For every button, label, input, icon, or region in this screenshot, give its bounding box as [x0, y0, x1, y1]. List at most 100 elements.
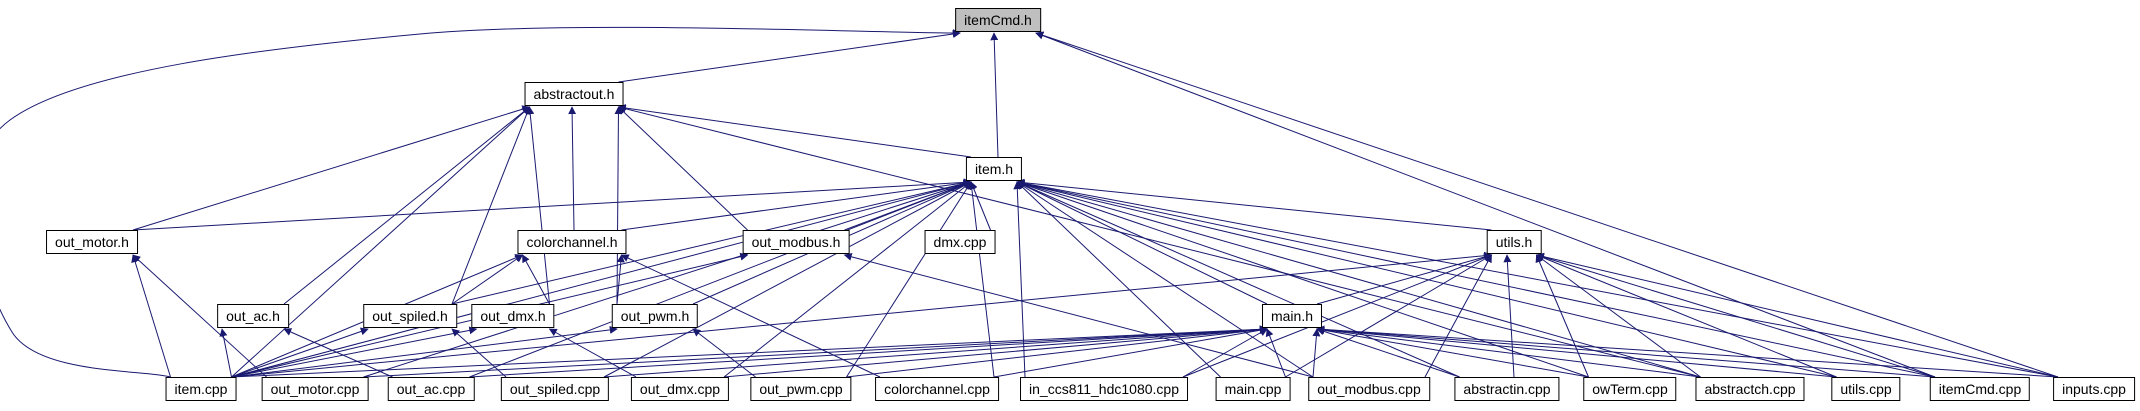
edge-out_modbus_cpp-to-out_modbus_h	[843, 252, 1314, 378]
edge-main_cpp-to-utils_h	[1285, 254, 1493, 378]
edge-out_dmx_h-to-abstractout_h	[526, 106, 550, 305]
edge-colorchannel_h-to-item_h	[621, 179, 972, 231]
graph-node-itemCmd_cpp[interactable]: itemCmd.cpp	[1929, 377, 2031, 401]
graph-node-itemCmd_h[interactable]: itemCmd.h	[955, 8, 1041, 32]
edge-abstractin_cpp-to-utils_h	[1503, 254, 1515, 378]
graph-node-utils_h[interactable]: utils.h	[1486, 230, 1542, 254]
edge-itemCmd_cpp-to-itemCmd_h	[1035, 31, 1936, 378]
edge-out_spiled_h-to-colorchannel_h	[451, 254, 524, 305]
edge-in_ccs811_cpp-to-item_h	[1013, 181, 1026, 378]
graph-node-owTerm_cpp[interactable]: owTerm.cpp	[1583, 377, 1677, 401]
edge-out_modbus_cpp-to-main_h	[1312, 328, 1321, 378]
graph-node-out_ac_h[interactable]: out_ac.h	[217, 304, 289, 328]
edge-itemCmd_cpp-to-main_h	[1316, 325, 1936, 378]
graph-node-main_cpp[interactable]: main.cpp	[1215, 377, 1291, 401]
edge-out_motor_cpp-to-out_motor_h	[132, 254, 267, 378]
edge-item_cpp-to-out_dmx_h	[231, 326, 478, 378]
graph-node-abstractout_h[interactable]: abstractout.h	[524, 82, 624, 106]
edge-out_spiled_h-to-abstractout_h	[451, 106, 531, 305]
graph-node-out_spiled_h[interactable]: out_spiled.h	[363, 304, 457, 328]
edge-main_cpp-to-main_h	[1265, 328, 1286, 378]
graph-node-item_h[interactable]: item.h	[965, 157, 1023, 181]
edge-colorchannel_cpp-to-item_h	[967, 181, 995, 378]
edge-out_dmx_h-to-colorchannel_h	[522, 254, 550, 305]
edge-out_dmx_cpp-to-main_h	[723, 325, 1268, 378]
graph-node-colorchannel_h[interactable]: colorchannel.h	[517, 230, 627, 254]
edge-item_cpp-to-out_motor_h	[131, 254, 171, 378]
graph-node-abstractch_cpp[interactable]: abstractch.cpp	[1695, 377, 1805, 401]
edge-inputs_cpp-to-itemCmd_h	[1035, 31, 2059, 378]
edge-utils_cpp-to-main_h	[1316, 325, 1837, 378]
edge-item_cpp-to-item_h	[231, 179, 972, 378]
graph-node-main_h[interactable]: main.h	[1261, 304, 1323, 328]
edge-out_modbus_cpp-to-item_h	[1016, 181, 1314, 378]
edge-colorchannel_cpp-to-main_h	[993, 326, 1268, 378]
edge-item_h-to-abstractout_h	[617, 104, 972, 158]
graph-node-out_dmx_cpp[interactable]: out_dmx.cpp	[630, 377, 730, 401]
graph-node-out_modbus_cpp[interactable]: out_modbus.cpp	[1308, 377, 1430, 401]
edge-dmx_cpp-to-item_h	[970, 181, 991, 231]
graph-node-item_cpp[interactable]: item.cpp	[165, 377, 237, 401]
graph-node-out_motor_cpp[interactable]: out_motor.cpp	[261, 377, 369, 401]
edge-out_modbus_cpp-to-utils_h	[1424, 254, 1492, 378]
edge-inputs_cpp-to-main_h	[1316, 325, 2059, 378]
graph-node-out_spiled_cpp[interactable]: out_spiled.cpp	[500, 377, 610, 401]
edge-item_cpp-to-itemCmd_h	[0, 26, 961, 378]
graph-node-out_pwm_h[interactable]: out_pwm.h	[611, 304, 699, 328]
edge-owTerm_cpp-to-main_h	[1316, 326, 1589, 378]
edge-main_h-to-utils_h	[1316, 253, 1493, 305]
edge-out_motor_h-to-abstractout_h	[132, 105, 531, 231]
edge-inputs_cpp-to-item_h	[1016, 179, 2059, 378]
graph-node-inputs_cpp[interactable]: inputs.cpp	[2053, 377, 2135, 401]
edge-in_ccs811_cpp-to-utils_h	[1182, 253, 1493, 378]
edge-utils_cpp-to-item_h	[1016, 179, 1837, 378]
edge-item_cpp-to-utils_h	[231, 251, 1493, 378]
edge-out_pwm_cpp-to-item_h	[846, 181, 972, 378]
edge-owTerm_cpp-to-utils_h	[1535, 254, 1589, 378]
edge-utils_cpp-to-utils_h	[1535, 254, 1837, 378]
edge-out_spiled_cpp-to-out_spiled_h	[451, 328, 507, 378]
edge-out_dmx_cpp-to-out_dmx_h	[548, 328, 637, 378]
edge-out_ac_cpp-to-item_h	[469, 180, 972, 378]
edge-utils_h-to-item_h	[1016, 178, 1492, 231]
edge-out_spiled_cpp-to-main_h	[603, 325, 1268, 378]
edge-out_motor_cpp-to-item_h	[363, 180, 972, 378]
edge-item_cpp-to-out_pwm_h	[231, 325, 618, 378]
graph-node-out_pwm_cpp[interactable]: out_pwm.cpp	[750, 377, 852, 401]
edge-out_pwm_cpp-to-out_pwm_h	[692, 328, 756, 378]
graph-node-out_dmx_h[interactable]: out_dmx.h	[471, 304, 555, 328]
edge-itemCmd_cpp-to-utils_h	[1535, 253, 1936, 378]
edge-out_pwm_h-to-colorchannel_h	[616, 254, 625, 305]
edge-out_spiled_cpp-to-item_h	[603, 181, 972, 378]
edge-owTerm_cpp-to-item_h	[1016, 180, 1589, 378]
edge-out_ac_h-to-abstractout_h	[283, 106, 531, 305]
edge-inputs_cpp-to-utils_h	[1535, 252, 2059, 378]
edge-item_cpp-to-out_spiled_h	[231, 327, 369, 378]
graph-node-out_ac_cpp[interactable]: out_ac.cpp	[387, 377, 475, 401]
graph-node-out_modbus_h[interactable]: out_modbus.h	[742, 230, 850, 254]
edge-out_ac_cpp-to-main_h	[469, 325, 1268, 378]
graph-node-in_ccs811_cpp[interactable]: in_ccs811_hdc1080.cpp	[1020, 377, 1188, 401]
edge-out_pwm_cpp-to-main_h	[846, 325, 1268, 378]
edge-item_cpp-to-abstractout_h	[231, 106, 531, 378]
edge-abstractout_h-to-itemCmd_h	[618, 30, 961, 83]
graph-node-colorchannel_cpp[interactable]: colorchannel.cpp	[875, 377, 999, 401]
edge-out_modbus_h-to-abstractout_h	[617, 106, 748, 231]
edge-item_h-to-itemCmd_h	[990, 32, 999, 158]
edge-out_ac_cpp-to-out_ac_h	[283, 328, 393, 378]
graph-node-utils_cpp[interactable]: utils.cpp	[1831, 377, 1901, 401]
graph-node-dmx_cpp[interactable]: dmx.cpp	[924, 230, 996, 254]
edge-abstractch_cpp-to-abstractout_h	[617, 104, 1701, 378]
edge-abstractch_cpp-to-utils_h	[1535, 254, 1701, 378]
edge-main_h-to-item_h	[1016, 181, 1268, 305]
edge-out_motor_h-to-item_h	[132, 178, 972, 231]
edge-in_ccs811_cpp-to-main_h	[1182, 328, 1268, 378]
edge-out_motor_cpp-to-main_h	[363, 325, 1268, 378]
graph-node-out_motor_h[interactable]: out_motor.h	[46, 230, 138, 254]
edge-abstractch_cpp-to-main_h	[1316, 325, 1701, 378]
graph-node-abstractin_cpp[interactable]: abstractin.cpp	[1454, 377, 1560, 401]
edge-out_pwm_h-to-abstractout_h	[614, 106, 623, 305]
edge-item_cpp-to-out_ac_h	[219, 328, 232, 378]
